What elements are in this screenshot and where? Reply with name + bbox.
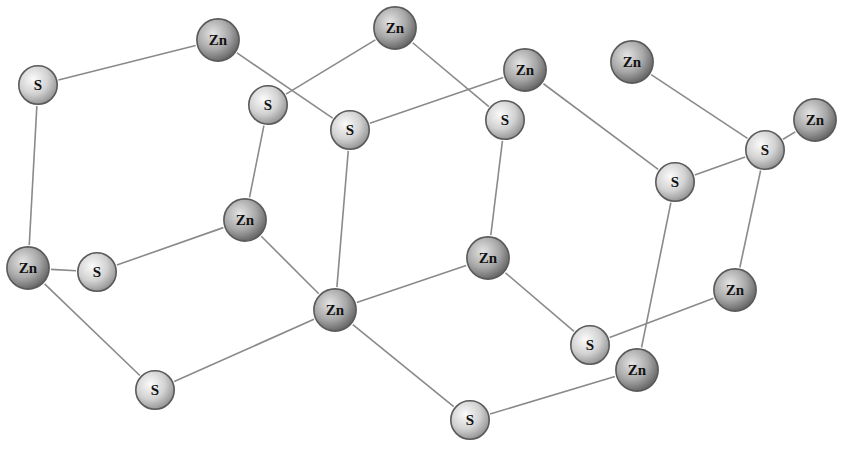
atom-outline [7,247,49,289]
atom-outline [78,253,116,291]
atom-sphere: S [655,162,695,202]
bond-line [543,84,658,170]
bond-line [740,171,761,268]
element-symbol: S [466,413,474,428]
element-symbol: S [586,338,594,353]
element-symbol: Zn [623,55,641,70]
element-symbol: Zn [726,283,744,298]
atom-sphere: S [450,400,490,440]
atom-sphere: S [18,65,58,105]
atom-sphere: Zn [713,268,757,312]
atom-sphere: Zn [313,288,357,332]
element-symbol: S [264,98,272,113]
atom-sphere: S [330,110,370,150]
atom-outline [486,101,524,139]
element-symbol: S [761,143,769,158]
element-symbol: S [346,123,354,138]
atom-outline [314,289,356,331]
bond-line [29,106,37,245]
bond-line [58,46,195,80]
bond-line [491,141,503,235]
atom-sphere: S [570,325,610,365]
element-symbol: S [34,78,42,93]
bond-line [45,284,140,376]
bond-line [651,75,747,139]
atom-sphere: Zn [793,98,837,142]
bond-line [357,265,466,302]
atom-outline [467,237,509,279]
element-symbol: Zn [479,251,497,266]
atom-sphere: Zn [503,48,547,92]
bond-line [490,377,615,414]
atom-outline [374,7,416,49]
bond-line [174,319,314,381]
atom-sphere: S [135,370,175,410]
atom-outline [794,99,836,141]
bond-line [642,203,671,348]
atom-sphere: Zn [223,198,267,242]
atom-outline [714,269,756,311]
bond-line [286,40,375,94]
element-symbol: Zn [236,213,254,228]
bond-line [505,273,574,331]
bond-line [695,157,745,175]
atom-sphere: S [248,85,288,125]
bond-line [610,298,714,337]
bond-line [370,77,503,123]
atom-sphere: Zn [373,6,417,50]
bond-line [117,228,223,265]
atom-outline [19,66,57,104]
bond-line [250,126,264,198]
element-symbol: Zn [628,363,646,378]
element-symbol: Zn [516,63,534,78]
atom-outline [224,199,266,241]
element-symbol: S [501,113,509,128]
atom-sphere: S [745,130,785,170]
element-symbol: Zn [209,33,227,48]
atom-sphere: Zn [6,246,50,290]
element-symbol: Zn [326,303,344,318]
element-symbol: Zn [386,21,404,36]
bond-line [51,269,76,270]
atom-outline [611,41,653,83]
atom-sphere: Zn [466,236,510,280]
atom-outline [616,349,658,391]
atom-outline [249,86,287,124]
atom-outline [571,326,609,364]
element-symbol: Zn [19,261,37,276]
atom-outline [136,371,174,409]
atom-sphere: Zn [196,18,240,62]
atom-sphere: S [77,252,117,292]
element-symbol: S [671,175,679,190]
atom-outline [331,111,369,149]
bond-line [413,43,489,107]
bond-line [261,236,318,293]
bond-line [337,151,348,287]
bond-line [353,325,454,407]
element-symbol: S [151,383,159,398]
atom-outline [451,401,489,439]
bond-line [783,132,795,139]
atom-outline [504,49,546,91]
atom-sphere: Zn [615,348,659,392]
element-symbol: Zn [806,113,824,128]
atom-outline [197,19,239,61]
atom-sphere: Zn [610,40,654,84]
atom-outline [746,131,784,169]
atom-sphere: S [485,100,525,140]
element-symbol: S [93,265,101,280]
atom-outline [656,163,694,201]
